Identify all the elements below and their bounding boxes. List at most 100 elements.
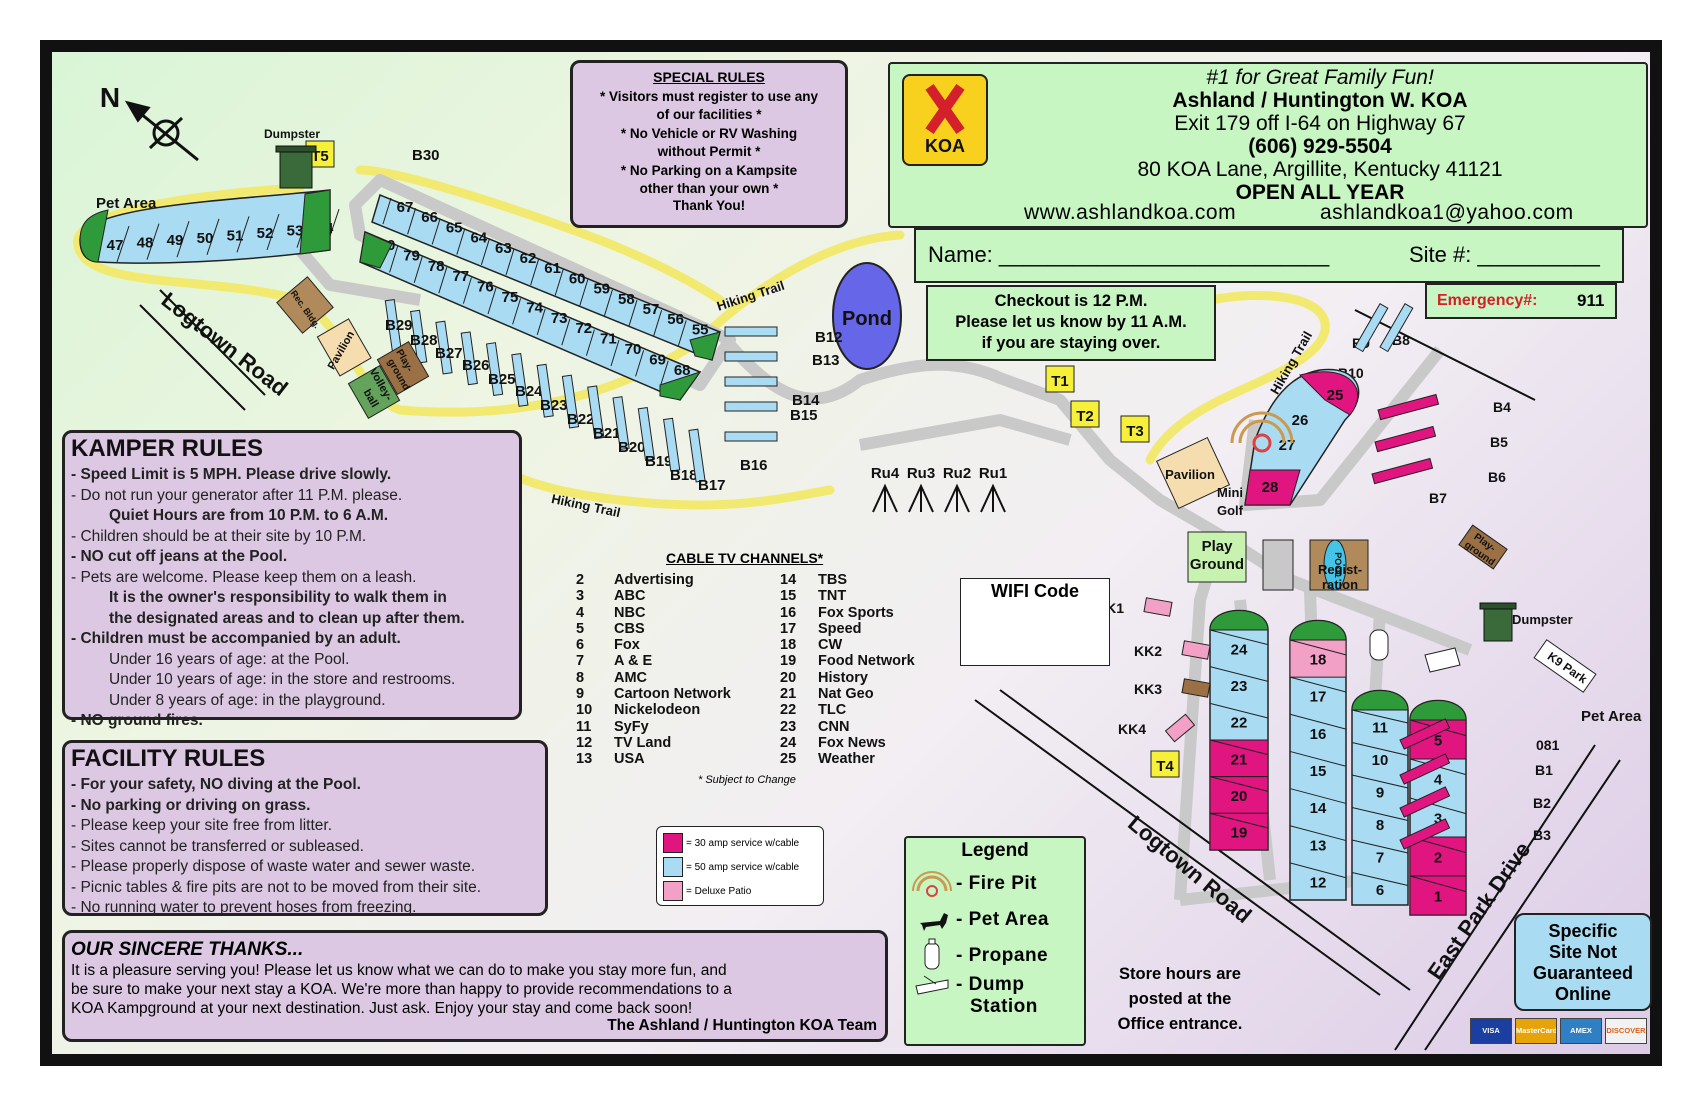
kamper-rule: - Do not run your generator after 11 P.M… bbox=[71, 486, 403, 504]
site-20: 20 bbox=[1231, 788, 1248, 805]
toilet-t3-label: T3 bbox=[1126, 423, 1144, 440]
site-77: 77 bbox=[452, 268, 469, 285]
site-divider bbox=[1289, 788, 1347, 804]
site-divider bbox=[603, 289, 613, 316]
site-cell bbox=[1209, 739, 1269, 778]
site-divider bbox=[1209, 776, 1269, 792]
b-site-stub bbox=[410, 309, 428, 364]
legend-row: Station bbox=[906, 996, 1084, 1018]
service-key-box: = 30 amp service w/cable= 50 amp service… bbox=[656, 826, 824, 906]
tagline: #1 for Great Family Fun! bbox=[1206, 66, 1434, 89]
fire-pit-icon bbox=[912, 865, 956, 904]
site-2: 2 bbox=[1434, 850, 1442, 867]
site-divider bbox=[1289, 713, 1347, 730]
site-column-2-green-end bbox=[1289, 620, 1347, 641]
channel-number: 5 bbox=[576, 620, 585, 637]
site-divider bbox=[1409, 875, 1467, 893]
site-51: 51 bbox=[227, 227, 244, 244]
channel-name: ABC bbox=[614, 588, 646, 605]
email-link[interactable]: ashlandkoa1@yahoo.com bbox=[1320, 201, 1574, 224]
dump-station-icon bbox=[1424, 647, 1461, 673]
channel-name: Fox News bbox=[818, 734, 886, 751]
special-rule: of our facilities * bbox=[656, 106, 762, 122]
b-site-stub bbox=[637, 406, 656, 461]
emergency-box: Emergency#: 911 bbox=[1425, 283, 1617, 319]
site-21: 21 bbox=[1231, 751, 1248, 768]
pond bbox=[832, 262, 902, 370]
wifi-box[interactable]: WIFI Code bbox=[960, 578, 1110, 666]
open-all-year: OPEN ALL YEAR bbox=[1235, 181, 1405, 204]
play-ground-label-2: Ground bbox=[1190, 556, 1244, 573]
site-divider bbox=[635, 350, 645, 377]
logtown-road-left-label: Logtown Road bbox=[157, 287, 293, 401]
site-divider bbox=[438, 267, 448, 294]
site-b18: B18 bbox=[670, 467, 698, 484]
site-13: 13 bbox=[1310, 837, 1327, 854]
cabin-kk3-label: KK3 bbox=[1134, 681, 1162, 697]
site-72: 72 bbox=[575, 320, 592, 337]
site-8: 8 bbox=[1376, 817, 1384, 834]
channel-number: 24 bbox=[780, 734, 797, 751]
b-site-stub bbox=[724, 431, 778, 442]
channel-name: Nat Geo bbox=[818, 686, 874, 703]
site-16: 16 bbox=[1310, 726, 1327, 743]
pet-area-left-label: Pet Area bbox=[96, 195, 157, 212]
channel-number: 17 bbox=[780, 620, 797, 637]
site-divider bbox=[530, 259, 540, 286]
site-divider bbox=[536, 308, 546, 335]
b-site-stub bbox=[612, 396, 630, 451]
site-divider bbox=[176, 221, 190, 258]
b-site-stub bbox=[724, 326, 778, 337]
address: 80 KOA Lane, Argillite, Kentucky 41121 bbox=[1137, 158, 1503, 181]
kamping-kabin-icon bbox=[1181, 640, 1211, 660]
site-76: 76 bbox=[477, 279, 494, 296]
loop-a-sites: 4748495051525354 bbox=[79, 189, 340, 263]
site-loop-c-30amp bbox=[1244, 469, 1301, 506]
channel-number: 22 bbox=[780, 702, 797, 719]
legend-row: - Fire Pit bbox=[906, 866, 1084, 902]
site-divider bbox=[1209, 666, 1269, 682]
b-site-stub bbox=[435, 320, 453, 375]
card-amex-icon: AMEX bbox=[1560, 1018, 1602, 1044]
site-78: 78 bbox=[428, 258, 445, 275]
thanks-line-2: be sure to make your next stay a KOA. We… bbox=[71, 981, 732, 998]
site-divider bbox=[1209, 629, 1269, 646]
site-b27: B27 bbox=[435, 345, 463, 362]
pool-label: POOL bbox=[1333, 552, 1343, 578]
kamper-rule: - Pets are welcome. Please keep them on … bbox=[71, 568, 417, 586]
specific-site-line-4: Online bbox=[1554, 984, 1611, 1004]
dump-station-icon bbox=[912, 966, 956, 1005]
site-divider bbox=[653, 310, 663, 337]
site-divider bbox=[1289, 750, 1347, 767]
channel-number: 7 bbox=[576, 653, 585, 670]
thanks-line-1: It is a pleasure serving you! Please let… bbox=[71, 962, 727, 979]
store-hours-line-3: Office entrance. bbox=[1117, 1015, 1243, 1033]
site-divider bbox=[413, 256, 423, 283]
site-57: 57 bbox=[643, 301, 660, 318]
site-25: 25 bbox=[1327, 387, 1344, 404]
channel-number: 2 bbox=[576, 572, 585, 588]
channel-name: TLC bbox=[818, 702, 847, 719]
channel-name: Advertising bbox=[614, 572, 694, 588]
site-47: 47 bbox=[107, 237, 124, 254]
site-26: 26 bbox=[1292, 412, 1309, 429]
legend-title: Legend bbox=[961, 840, 1029, 861]
site-number-field[interactable]: Site #: __________ bbox=[1409, 242, 1600, 267]
channel-number: 19 bbox=[780, 653, 797, 670]
website-link[interactable]: www.ashlandkoa.com bbox=[1024, 201, 1237, 224]
toilet-t2-label: T2 bbox=[1076, 408, 1094, 425]
right-b-stubs bbox=[1354, 303, 1451, 850]
kamper-rule: the designated areas and to clean up aft… bbox=[109, 609, 465, 627]
site-71: 71 bbox=[600, 331, 617, 348]
special-rule: * No Vehicle or RV Washing bbox=[620, 126, 798, 141]
north-arrow bbox=[124, 100, 199, 162]
legend-box: Legend - Fire Pit- Pet Area- Propane- Du… bbox=[904, 836, 1086, 1046]
service-label: = 50 amp service w/cable bbox=[686, 861, 800, 873]
north-label: N bbox=[100, 82, 120, 113]
name-field[interactable]: Name: ___________________________ bbox=[928, 242, 1330, 267]
